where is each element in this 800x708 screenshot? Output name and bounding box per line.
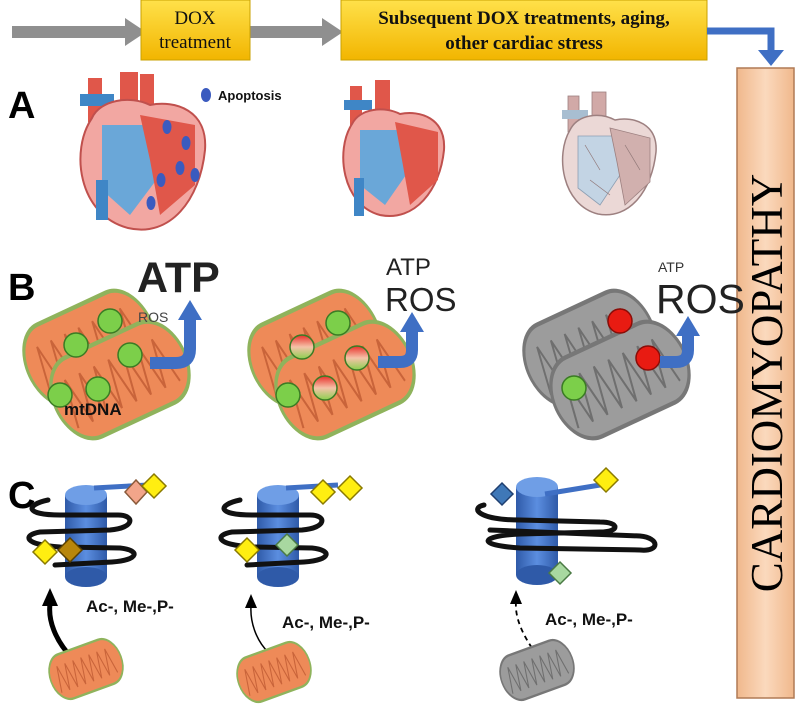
- mitochondrion-small-damaged: [230, 636, 318, 708]
- mtdna-label: mtDNA: [64, 400, 122, 419]
- timeline-gray-arrow-1: [12, 18, 146, 46]
- ros-label-stage2: ROS: [385, 281, 457, 318]
- apoptosis-legend-label: Apoptosis: [218, 88, 282, 103]
- heart-healthy-with-apoptosis: [79, 72, 207, 231]
- energy-arrow-dysfunctional: [660, 334, 694, 368]
- timeline-blue-arrowhead: [758, 50, 784, 66]
- mitochondrion-small-dysfunctional: [493, 634, 581, 706]
- histone-mark-stage2-yellow-left: [233, 536, 261, 564]
- apoptosis-legend-icon: [201, 88, 211, 102]
- histone-mark-stage3-green: [547, 560, 573, 586]
- signal-arrowhead-dashed: [510, 590, 522, 604]
- mtdna-nucleoids-healthy: [47, 308, 143, 408]
- histone-mark-stage2-yellow-top2: [336, 474, 364, 502]
- nucleosome-stage3: [475, 466, 658, 649]
- timeline: DOX treatment Subsequent DOX treatments,…: [12, 0, 784, 66]
- energy-arrow-damaged: [378, 330, 418, 368]
- cardiomyopathy-bar: CARDIOMYOPATHY: [736, 67, 795, 699]
- subsequent-treatments-box: [340, 0, 708, 61]
- heart-stressed: [342, 80, 446, 217]
- atp-label-stage3: ATP: [658, 259, 684, 275]
- energy-arrow-healthy: [150, 318, 196, 369]
- histone-mark-stage1-yellow-top: [140, 472, 168, 500]
- mtdna-nucleoids-mutated: [561, 308, 661, 401]
- nucleosome-stage1: [26, 472, 168, 660]
- histone-mark-stage3-yellow-top: [592, 466, 620, 494]
- dox-treatment-label-line1: DOX: [174, 8, 215, 29]
- mitochondrion-small-healthy: [42, 633, 130, 705]
- modification-label-stage1: Ac-, Me-,P-: [86, 597, 174, 616]
- heart-failing-sketch: [561, 91, 657, 216]
- timeline-blue-connector: [707, 27, 775, 52]
- atp-label-stage2: ATP: [386, 254, 431, 281]
- apoptosis-markers: [146, 120, 200, 210]
- mitochondria-dysfunctional: [511, 280, 701, 449]
- histone-mark-stage1-brown: [56, 536, 84, 564]
- nucleosome-stage2: [218, 474, 364, 653]
- histone-mark-stage1-yellow-left: [31, 538, 59, 566]
- panel-label-a: A: [8, 85, 35, 127]
- modification-label-stage2: Ac-, Me-,P-: [282, 613, 370, 632]
- atp-label-stage1: ATP: [137, 254, 220, 302]
- ros-label-stage1: ROS: [138, 309, 168, 325]
- panel-label-b: B: [8, 267, 35, 309]
- energy-arrowhead-damaged: [400, 312, 424, 332]
- cardiomyopathy-label: CARDIOMYOPATHY: [742, 174, 792, 592]
- mitochondria-healthy: [11, 280, 202, 449]
- modification-label-stage3: Ac-, Me-,P-: [545, 610, 633, 629]
- mtdna-nucleoids-mixed: [275, 310, 370, 408]
- energy-arrowhead-dysfunctional: [676, 316, 700, 336]
- dox-treatment-label-line2: treatment: [159, 32, 231, 53]
- signal-arrowhead-weak: [245, 594, 257, 608]
- energy-arrowhead-healthy: [178, 300, 202, 320]
- subsequent-treatments-label-line1: Subsequent DOX treatments, aging,: [378, 8, 670, 29]
- histone-mark-stage2-green: [274, 532, 300, 558]
- signal-arrowhead-strong: [42, 588, 58, 606]
- signal-arrow-weak: [250, 605, 269, 653]
- signal-arrow-dashed: [515, 601, 533, 649]
- mitochondria-damaged: [236, 280, 426, 449]
- ros-label-stage3: ROS: [656, 276, 745, 322]
- dox-treatment-box: [140, 0, 251, 61]
- histone-mark-stage2-yellow-top1: [309, 478, 337, 506]
- histone-mark-stage3-blue: [489, 481, 515, 507]
- subsequent-treatments-label-line2: other cardiac stress: [445, 33, 603, 54]
- timeline-gray-arrow-2: [248, 18, 343, 46]
